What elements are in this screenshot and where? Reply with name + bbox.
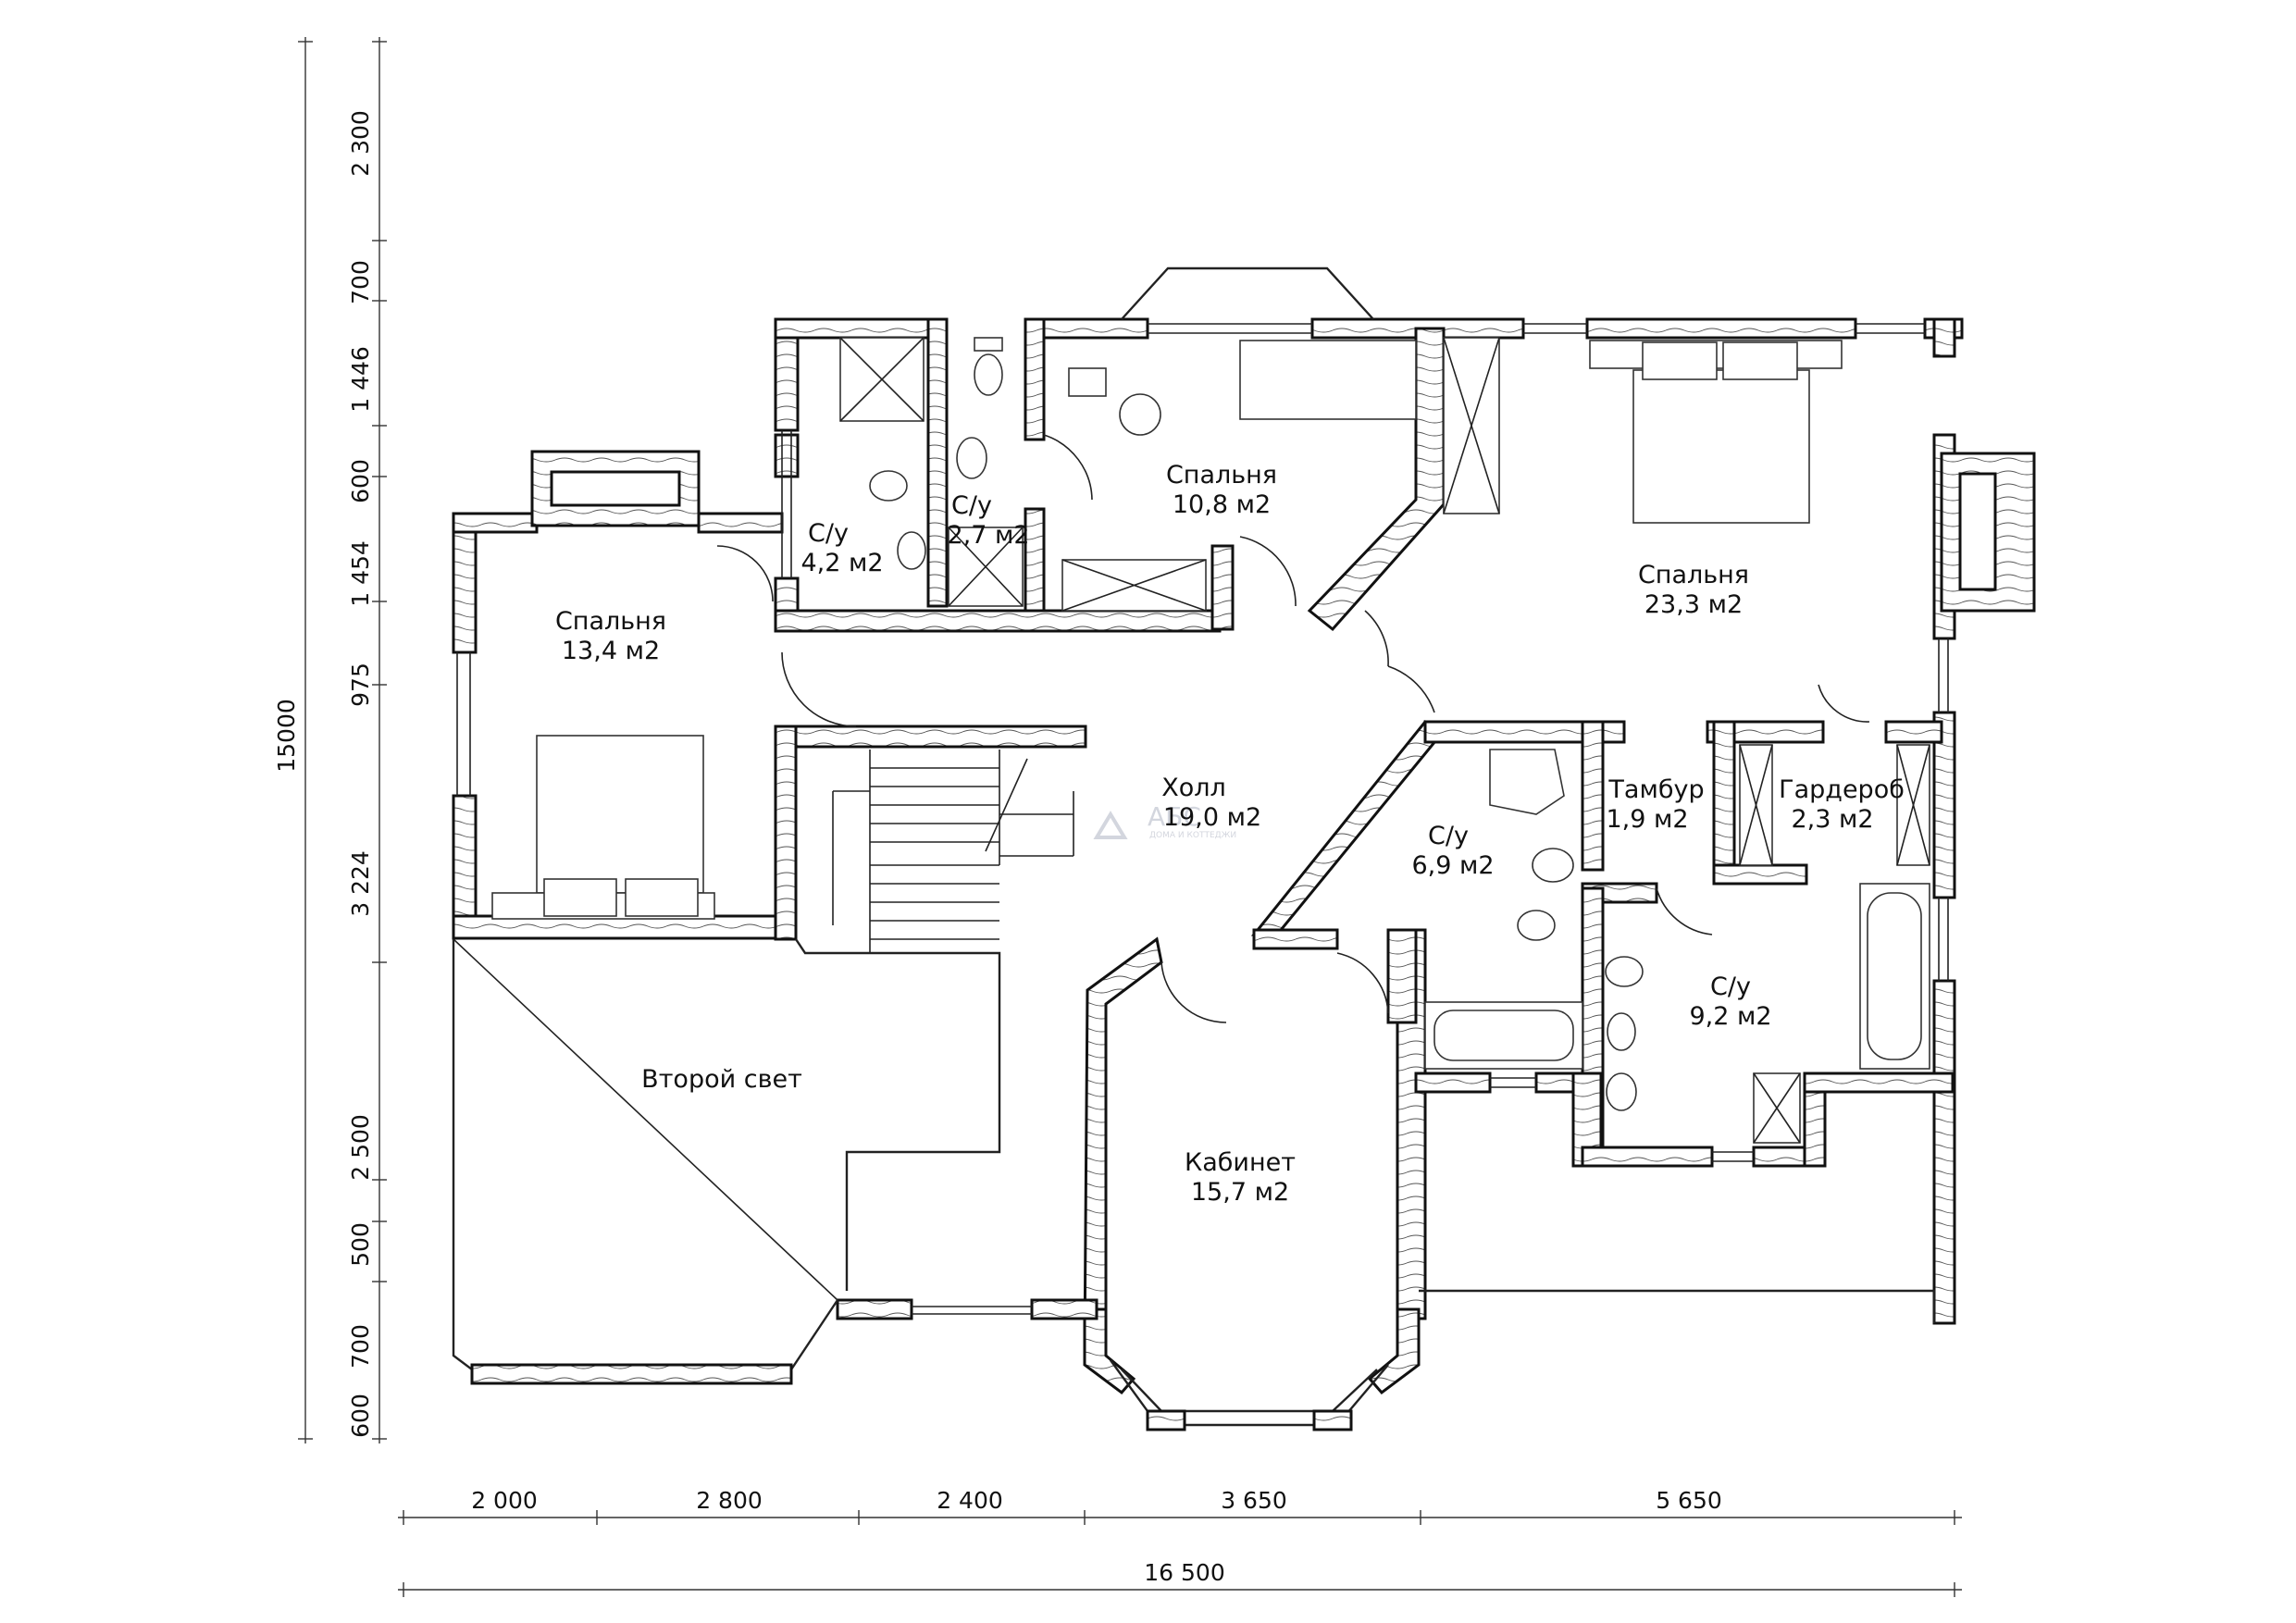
dim-left-11: 600 xyxy=(347,1394,374,1438)
room-study-area: 15,7 м2 xyxy=(1191,1178,1289,1207)
dim-left-3: 1 446 xyxy=(347,346,374,413)
dim-left-1: 2 300 xyxy=(347,110,374,177)
dim-bottom-4: 3 650 xyxy=(1221,1487,1287,1514)
dim-left-8: 2 500 xyxy=(347,1114,374,1181)
dim-bottom-1: 2 000 xyxy=(471,1487,538,1514)
room-bath-1-area: 4,2 м2 xyxy=(800,549,883,577)
room-bath-1-name: С/у xyxy=(808,519,849,548)
dim-total-height: 15000 xyxy=(273,699,300,773)
room-labels: Спальня 13,4 м2 С/у 4,2 м2 С/у 2,7 м2 Сп… xyxy=(555,461,1905,1207)
room-wardrobe-name: Гардероб xyxy=(1779,775,1905,804)
brand-logo: АБС ДОМА И КОТТЕДЖИ xyxy=(1093,801,1236,840)
room-bath-4-area: 9,2 м2 xyxy=(1689,1002,1771,1031)
dim-bottom-3: 2 400 xyxy=(937,1487,1003,1514)
room-second-light-name: Второй свет xyxy=(641,1065,802,1094)
room-bath-3-name: С/у xyxy=(1428,822,1469,850)
room-bath-3-area: 6,9 м2 xyxy=(1411,851,1494,880)
walls xyxy=(452,266,2036,1431)
dim-left-7: 3 224 xyxy=(347,850,374,917)
dim-left-9: 500 xyxy=(347,1222,374,1267)
room-bath-4-name: С/у xyxy=(1710,973,1751,1001)
room-bedroom-left-area: 13,4 м2 xyxy=(562,637,660,665)
room-vestibule-area: 1,9 м2 xyxy=(1606,805,1688,834)
room-vestibule-name: Тамбур xyxy=(1607,775,1704,804)
fixtures xyxy=(491,337,1930,1144)
dim-left-10: 700 xyxy=(347,1324,374,1369)
logo-text: АБС xyxy=(1148,801,1201,832)
dim-left-2: 700 xyxy=(347,260,374,304)
logo-subtitle: ДОМА И КОТТЕДЖИ xyxy=(1149,831,1236,840)
room-bedroom-right-name: Спальня xyxy=(1638,561,1749,589)
room-bedroom-top-area: 10,8 м2 xyxy=(1173,490,1271,519)
dim-total-width: 16 500 xyxy=(1144,1559,1224,1586)
dim-bottom-5: 5 650 xyxy=(1656,1487,1722,1514)
staircase xyxy=(832,750,1074,953)
dim-left-4: 600 xyxy=(347,459,374,503)
room-bath-2-area: 2,7 м2 xyxy=(947,521,1029,550)
dim-bottom-2: 2 800 xyxy=(696,1487,763,1514)
room-bedroom-top-name: Спальня xyxy=(1166,461,1277,489)
room-bedroom-left-name: Спальня xyxy=(555,607,666,636)
dim-left-6: 975 xyxy=(347,663,374,707)
room-bath-2-name: С/у xyxy=(951,491,992,520)
room-wardrobe-area: 2,3 м2 xyxy=(1791,805,1873,834)
room-hall-name: Холл xyxy=(1161,774,1226,802)
dimensions-bottom: 2 000 2 800 2 400 3 650 5 650 16 500 xyxy=(398,1487,1962,1597)
room-hall-area: 19,0 м2 xyxy=(1163,803,1261,832)
room-study-name: Кабинет xyxy=(1185,1148,1296,1177)
dimensions-left: 2 300 700 1 446 600 1 454 975 3 224 2 50… xyxy=(273,37,387,1443)
dim-left-5: 1 454 xyxy=(347,540,374,607)
room-bedroom-right-area: 23,3 м2 xyxy=(1644,590,1743,619)
